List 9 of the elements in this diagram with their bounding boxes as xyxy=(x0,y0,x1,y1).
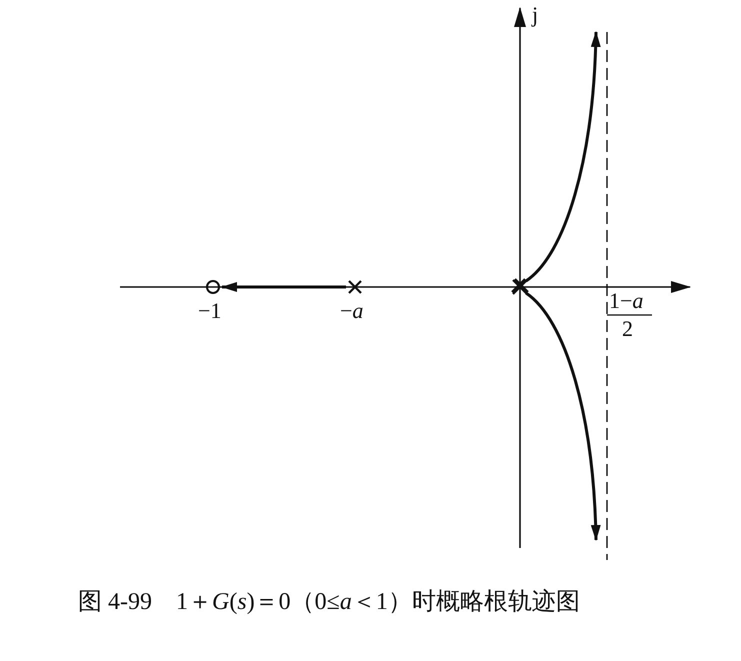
fraction-denominator: 2 xyxy=(622,316,633,342)
root-locus-branch xyxy=(525,292,600,541)
point-label: −1 xyxy=(198,298,222,324)
root-locus-branch xyxy=(221,282,346,292)
point-label: −a xyxy=(340,298,364,324)
figure-caption: 图 4-99 1＋G(s)＝0（0≤a＜1）时概略根轨迹图 xyxy=(78,588,580,617)
root-locus-branch xyxy=(525,31,600,282)
axis-label: j xyxy=(532,2,538,28)
fraction-numerator: 1−a xyxy=(609,288,644,314)
